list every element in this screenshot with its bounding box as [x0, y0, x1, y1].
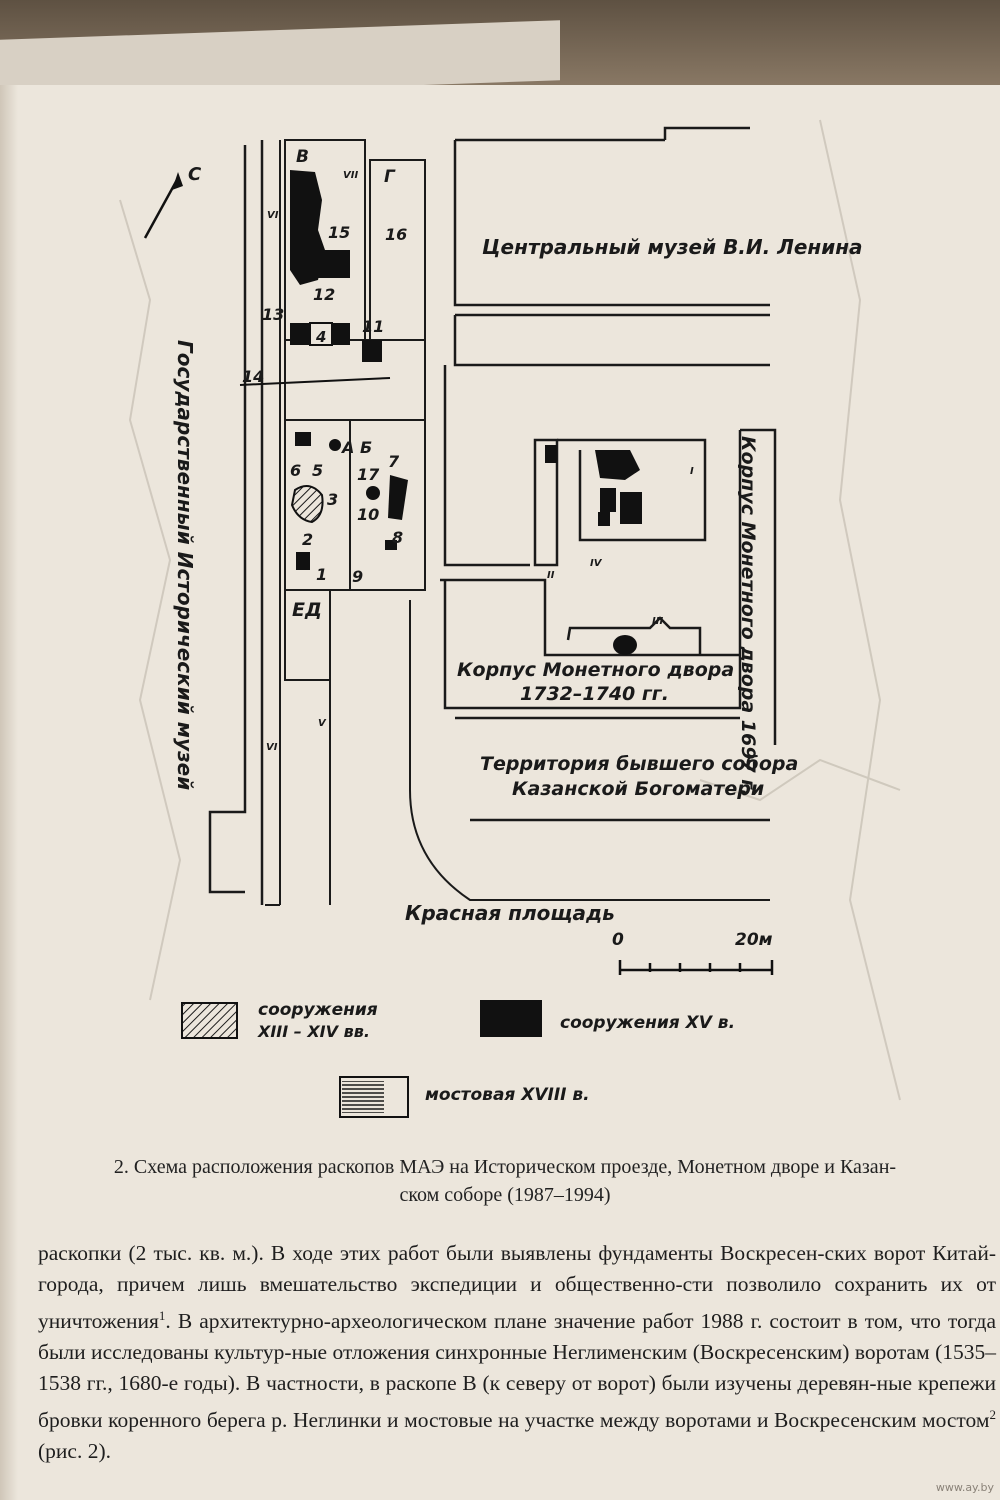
xiii-xiv-structure: [290, 485, 324, 524]
figure-caption: 2. Схема расположения раскопов МАЭ на Ис…: [30, 1153, 980, 1209]
legend-hatched-line2: XIII – XIV вв.: [257, 1022, 370, 1041]
roman-ii: II: [547, 570, 555, 581]
section-v-label: В: [296, 147, 309, 167]
num-7: 7: [388, 452, 400, 471]
mint-1697-label: Корпус Монетного двора 1697 г.: [737, 436, 759, 796]
section-g-label: Г: [384, 167, 396, 187]
north-arrow-icon: [143, 172, 183, 239]
lenin-museum-label: Центральный музей В.И. Ленина: [482, 235, 863, 259]
excavation-strips: [265, 139, 770, 906]
num-3: 3: [327, 490, 338, 509]
legend-paving-swatch: [339, 1076, 409, 1118]
structure-4: [309, 322, 333, 346]
num-4: 4: [315, 328, 326, 346]
num-17: 17: [357, 465, 380, 484]
ed-label: ЕД: [292, 599, 322, 621]
num-16: 16: [385, 225, 407, 244]
section-b-label: Б: [360, 438, 372, 457]
roman-iv: IV: [590, 558, 603, 569]
excavation-plan: С Государственный Исторический музей Цен…: [119, 119, 901, 1118]
red-square-label: Красная площадь: [405, 901, 615, 925]
num-14: 14: [242, 367, 264, 386]
legend-hatched-swatch: [181, 1002, 238, 1039]
num-11: 11: [362, 317, 384, 336]
legend-solid-swatch: [480, 1000, 542, 1037]
num-2: 2: [302, 530, 313, 549]
num-10: 10: [357, 505, 379, 524]
num-6: 6: [290, 461, 301, 480]
num-9: 9: [352, 567, 363, 586]
roman-vi-top: VI: [267, 210, 279, 221]
caption-line-1: 2. Схема расположения раскопов МАЭ на Ис…: [113, 1156, 897, 1178]
scale-end: 20м: [735, 930, 773, 950]
roman-i: I: [690, 466, 694, 477]
body-text-part-2: . В архитектурно-археологическом плане з…: [38, 1309, 996, 1433]
watermark: www.ay.by: [935, 1481, 994, 1494]
body-text-part-1: раскопки (2 тыс. кв. м.). В ходе этих ра…: [38, 1241, 996, 1334]
footnote-1[interactable]: 1: [158, 1308, 166, 1323]
right-buildings: [440, 126, 777, 822]
num-15: 15: [328, 223, 350, 242]
mint-building-label-2: 1732–1740 гг.: [520, 683, 669, 705]
num-1: 1: [316, 565, 327, 584]
roman-v: V: [318, 718, 327, 729]
section-line-14: [239, 377, 391, 386]
body-text-part-3: (рис. 2).: [38, 1439, 111, 1464]
legend-hatched-line1: сооружения: [258, 1000, 378, 1020]
cathedral-label-2: Казанской Богоматери: [512, 778, 764, 800]
historical-museum-outline: [208, 140, 264, 905]
mint-building-label-1: Корпус Монетного двора: [457, 659, 734, 681]
roman-vii: VII: [343, 170, 358, 181]
section-a-label: А: [340, 438, 354, 457]
roman-vi-bottom: VI: [266, 742, 278, 753]
legend-solid-label: сооружения XV в.: [560, 1013, 735, 1033]
cathedral-label-1: Территория бывшего собора: [480, 753, 798, 775]
body-paragraph: раскопки (2 тыс. кв. м.). В ходе этих ра…: [38, 1238, 996, 1467]
mint-structures: [545, 445, 642, 655]
legend-paving-label: мостовая XVIII в.: [425, 1085, 590, 1105]
roman-iii: III: [652, 616, 663, 627]
num-8: 8: [392, 528, 403, 547]
caption-line-2: ском соборе (1987–1994): [399, 1184, 611, 1206]
historical-museum-label: Государственный Исторический музей: [173, 340, 197, 790]
north-label: С: [188, 164, 202, 185]
num-13: 13: [262, 305, 284, 324]
num-12: 12: [313, 285, 335, 304]
footnote-2[interactable]: 2: [989, 1407, 997, 1423]
scale-start: 0: [612, 930, 624, 950]
num-5: 5: [312, 461, 323, 480]
scale-bar: [618, 960, 774, 975]
book-page: [0, 85, 1000, 1500]
